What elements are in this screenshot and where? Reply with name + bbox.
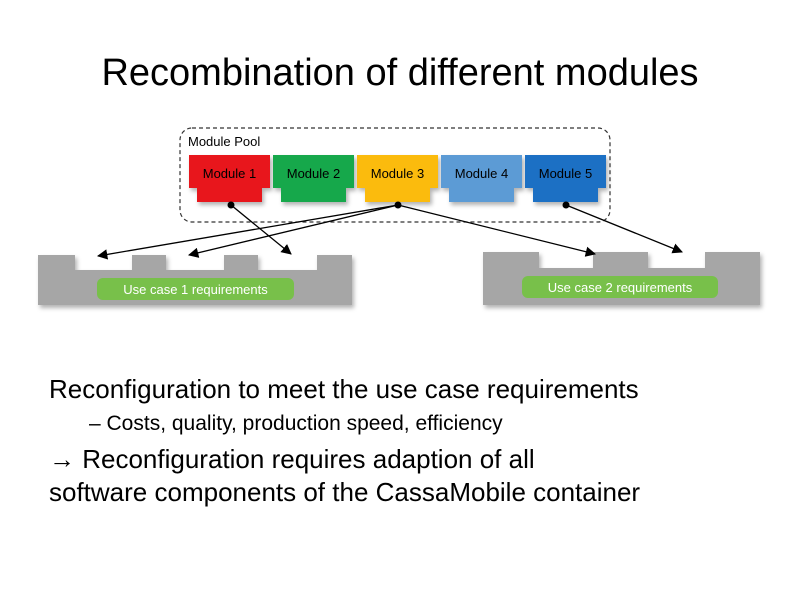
module-pool-container (179, 127, 611, 223)
conclusion-line-2: software components of the CassaMobile c… (49, 477, 641, 507)
module-4 (441, 155, 522, 202)
use-case-2-requirements-pill (522, 276, 718, 298)
module-2-label: Module 2 (287, 166, 340, 181)
bullet-main: Reconfiguration to meet the use case req… (49, 374, 639, 404)
arrow-module-5-to-use-case-2 (565, 204, 683, 254)
use-case-2-requirements-label: Use case 2 requirements (548, 280, 693, 295)
bullet-conclusion: → Reconfiguration requires adaption of a… (49, 443, 789, 509)
slide-title: Recombination of different modules (101, 52, 699, 94)
module-1-label: Module 1 (203, 166, 256, 181)
module-2-shape (273, 155, 354, 202)
module-pool-label: Module Pool (188, 134, 260, 149)
module-1 (189, 155, 270, 202)
module-4-shape (441, 155, 522, 202)
use-case-1-requirements-pill (97, 278, 294, 300)
conclusion-line-1: → Reconfiguration requires adaption of a… (49, 443, 789, 476)
module-2 (273, 155, 354, 202)
arrow-module-3-to-use-case-2 (397, 204, 597, 257)
arrow-module-1-to-use-case-1 (230, 204, 292, 255)
module-3 (357, 155, 438, 202)
bullet-list: Reconfiguration to meet the use case req… (49, 373, 789, 509)
use-case-1-requirements-label: Use case 1 requirements (123, 282, 268, 297)
module-recombination-diagram: Module Pool Module 1 Module 2 Module 3 M… (38, 127, 760, 305)
module-5-label: Module 5 (539, 166, 592, 181)
conclusion-line-1-text: Reconfiguration requires adaption of all (82, 444, 535, 474)
arrow-module-3-to-use-case-1-slot-2 (187, 204, 399, 258)
module-3-label: Module 3 (371, 166, 424, 181)
module-4-label: Module 4 (455, 166, 508, 181)
module-5 (525, 155, 606, 202)
arrow-module-3-to-use-case-1-slot-1 (96, 204, 399, 260)
module-1-shape (189, 155, 270, 202)
arrow-glyph: → (49, 444, 75, 474)
module-3-shape (357, 155, 438, 202)
bullet-sub: – Costs, quality, production speed, effi… (89, 412, 503, 435)
module-5-shape (525, 155, 606, 202)
